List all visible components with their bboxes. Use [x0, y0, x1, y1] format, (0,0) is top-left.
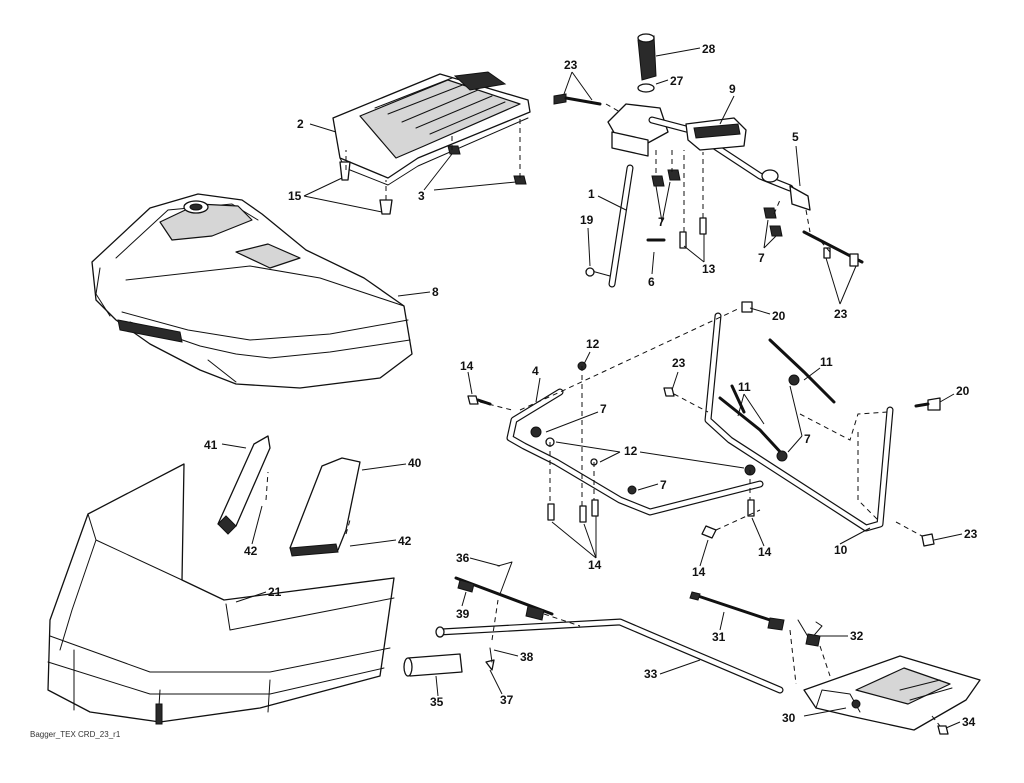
callout-12-top: 12 — [586, 337, 600, 351]
callout-15: 15 — [288, 189, 302, 203]
callout-36: 36 — [456, 551, 470, 565]
callout-14-bot: 14 — [588, 558, 602, 572]
callout-11-a: 11 — [820, 355, 833, 369]
part-32-spring — [797, 619, 823, 647]
part-4-lower-frame — [506, 388, 764, 516]
part-21-grass-bag — [47, 463, 395, 725]
callout-7-d: 7 — [804, 432, 811, 446]
callout-13: 13 — [702, 262, 716, 276]
callout-37: 37 — [500, 693, 514, 707]
callout-23-top: 23 — [564, 58, 578, 72]
callout-7-a: 7 — [658, 215, 665, 229]
callout-7-e: 7 — [660, 478, 667, 492]
callout-7-c: 7 — [600, 402, 607, 416]
part-27-washer — [637, 83, 655, 93]
part-33-lever-tube — [435, 618, 784, 694]
part-39-spring — [457, 579, 545, 621]
callout-12-mid: 12 — [624, 444, 638, 458]
callout-20-top: 20 — [772, 309, 786, 323]
callout-23-right: 23 — [834, 307, 848, 321]
callout-27: 27 — [670, 74, 684, 88]
callouts: 28 27 23 9 2 5 3 15 1 19 7 13 7 6 23 8 2… — [204, 42, 978, 729]
part-30-deflector — [803, 655, 981, 731]
part-34-bolt — [937, 725, 949, 735]
callout-31: 31 — [712, 630, 726, 644]
callout-38: 38 — [520, 650, 534, 664]
upper-handle-assembly — [585, 103, 864, 288]
part-35-sleeve — [403, 653, 463, 677]
callout-39: 39 — [456, 607, 470, 621]
part-28-grip — [637, 33, 657, 81]
part-31-shaft — [689, 591, 785, 631]
callout-1: 1 — [588, 187, 595, 201]
callout-14-right: 14 — [758, 545, 772, 559]
callout-42-b: 42 — [398, 534, 412, 548]
callout-19: 19 — [580, 213, 594, 227]
callout-14-left: 14 — [460, 359, 474, 373]
callout-2: 2 — [297, 117, 304, 131]
callout-5: 5 — [792, 130, 799, 144]
callout-20-right: 20 — [956, 384, 970, 398]
part-41-side-plate — [217, 435, 271, 535]
callout-42-a: 42 — [244, 544, 258, 558]
callout-34: 34 — [962, 715, 976, 729]
part-11-struts — [718, 338, 836, 458]
part-8-hood — [91, 193, 413, 389]
callout-21: 21 — [268, 585, 282, 599]
callout-35: 35 — [430, 695, 444, 709]
callout-28: 28 — [702, 42, 716, 56]
footer-code: Bagger_TEX CRD_23_r1 — [30, 730, 121, 739]
hardware-bolts — [339, 93, 859, 267]
callout-11-b: 11 — [738, 380, 751, 394]
callout-41: 41 — [204, 438, 218, 452]
callout-30: 30 — [782, 711, 796, 725]
part-40-side-plate — [289, 457, 361, 557]
callout-6: 6 — [648, 275, 655, 289]
callout-33: 33 — [644, 667, 658, 681]
alignment-lines — [265, 103, 941, 727]
leader-lines — [221, 47, 963, 729]
callout-10: 10 — [834, 543, 848, 557]
callout-3: 3 — [418, 189, 425, 203]
part-37-38-clip — [485, 647, 495, 671]
callout-32: 32 — [850, 629, 864, 643]
callout-4: 4 — [532, 364, 539, 378]
callout-8: 8 — [432, 285, 439, 299]
callout-40: 40 — [408, 456, 422, 470]
callout-23-mid: 23 — [672, 356, 686, 370]
frame-hardware — [467, 301, 941, 547]
callout-23-bot: 23 — [964, 527, 978, 541]
part-2-vent-cover — [332, 71, 531, 186]
callout-9: 9 — [729, 82, 736, 96]
part-10-side-frame — [704, 312, 894, 532]
callout-7-b: 7 — [758, 251, 765, 265]
callout-14-mid: 14 — [692, 565, 706, 579]
